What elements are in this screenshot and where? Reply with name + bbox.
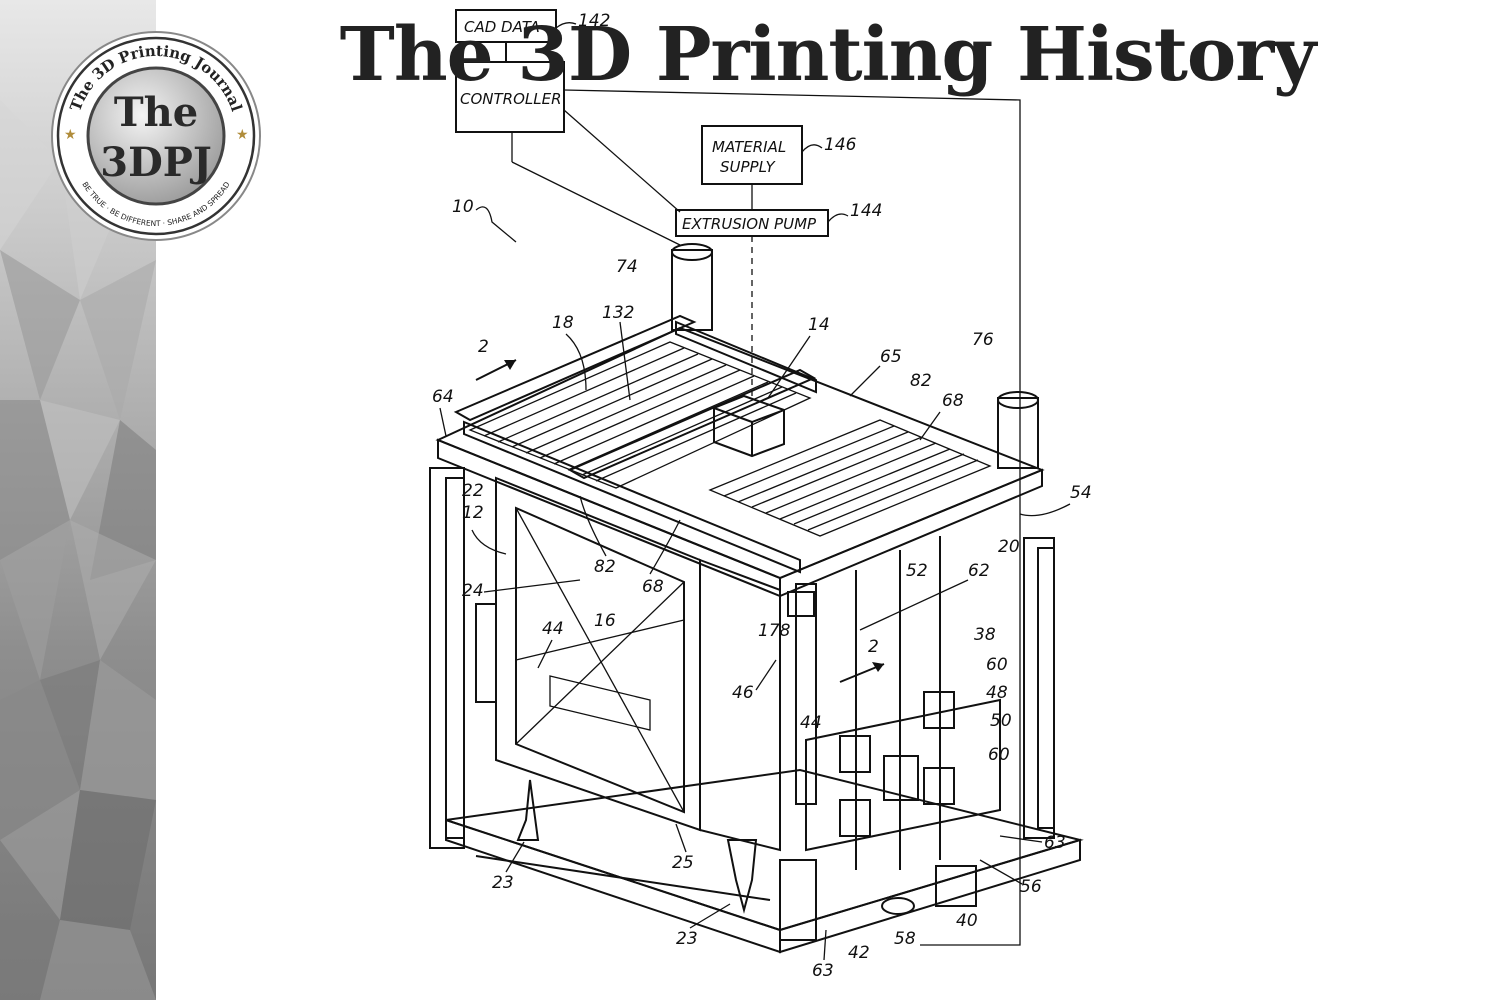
ref-62: 62 [968,561,990,581]
controller-box [455,61,565,133]
ref-2-top: 2 [478,337,489,357]
ref-40: 40 [956,911,978,931]
ref-48: 48 [986,683,1008,703]
ref-46: 46 [732,683,754,703]
material-label-2: SUPPLY [720,158,777,176]
ref-60-lower: 60 [988,745,1010,765]
logo-line2: 3DPJ [100,139,212,186]
ref-63-right: 63 [1044,833,1066,853]
ref-18: 18 [552,313,574,333]
logo-line1: The [114,89,198,136]
ref-64: 64 [432,387,454,407]
ref-10: 10 [452,197,474,217]
ref-44-left: 44 [542,619,564,639]
ref-52: 52 [906,561,928,581]
ref-68-mid: 68 [642,577,664,597]
ref-142: 142 [578,11,610,31]
material-label-1: MATERIAL [712,138,786,156]
ref-38: 38 [974,625,996,645]
machine-diagram: CAD DATA 142 CONTROLLER MATERIAL SUPPLY … [429,9,1092,981]
ref-16: 16 [594,611,616,631]
ref-24: 24 [462,581,484,601]
page-title: The 3D Printing History [339,12,1317,98]
ref-20: 20 [998,537,1020,557]
star-icon: ★ [236,127,249,143]
ref-68-top: 68 [942,391,964,411]
ref-14: 14 [808,315,830,335]
ref-132: 132 [602,303,634,323]
controller-label: CONTROLLER [460,90,562,108]
ref-42: 42 [848,943,870,963]
cad-data-label: CAD DATA [464,18,540,36]
ref-82-mid: 82 [594,557,616,577]
ref-23-right: 23 [676,929,698,949]
logo-badge: The 3D Printing Journal BE TRUE · BE DIF… [48,28,264,244]
ref-60-upper: 60 [986,655,1008,675]
ref-54: 54 [1070,483,1092,503]
ref-144: 144 [850,201,882,221]
ref-82-top: 82 [910,371,932,391]
ref-146: 146 [824,135,857,155]
extrusion-pump-label: EXTRUSION PUMP [682,215,817,233]
ref-56: 56 [1020,877,1042,897]
ref-25: 25 [672,853,694,873]
star-icon: ★ [64,127,77,143]
patent-drawing: CAD DATA 142 CONTROLLER MATERIAL SUPPLY … [380,0,1140,1000]
ref-2-mid: 2 [868,637,879,657]
ref-76: 76 [972,330,994,350]
ref-44-right: 44 [800,713,822,733]
ref-50: 50 [990,711,1012,731]
ref-63-bottom: 63 [812,961,834,981]
ref-12: 12 [462,503,484,523]
ref-22: 22 [462,481,484,501]
ref-65: 65 [880,347,902,367]
ref-58: 58 [894,929,916,949]
ref-23-left: 23 [492,873,514,893]
ref-74: 74 [616,257,638,277]
logo-seal: The 3D Printing Journal BE TRUE · BE DIF… [51,31,261,241]
ref-178: 178 [758,621,791,641]
